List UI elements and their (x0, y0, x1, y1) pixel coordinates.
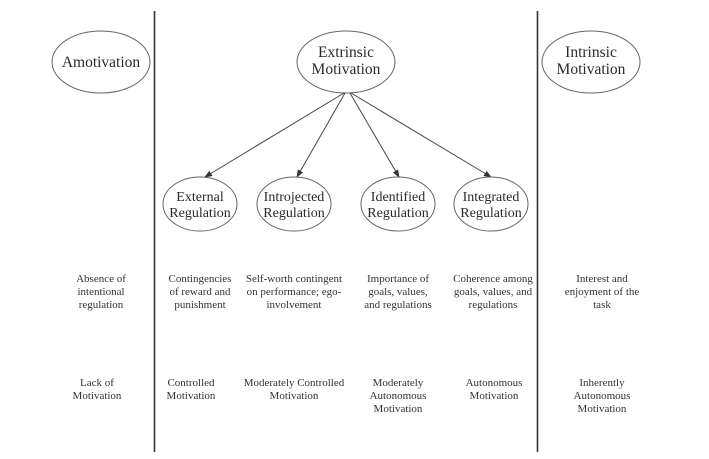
node-identified-regulation: Identified Regulation (360, 176, 436, 232)
desc-intrinsic: Interest and enjoyment of the task (564, 273, 640, 311)
type-introjected: Moderately Controlled Motivation (243, 377, 345, 402)
desc-introjected: Self-worth contingent on performance; eg… (245, 273, 343, 311)
node-extrinsic-label-line2: Motivation (312, 61, 381, 78)
arrow-to-integrated (350, 92, 492, 178)
type-external: Controlled Motivation (166, 377, 216, 402)
node-intrinsic-label-line2: Motivation (557, 61, 626, 78)
node-integrated-regulation: Integrated Regulation (453, 176, 529, 232)
node-integrated-label-line2: Regulation (460, 206, 521, 221)
node-amotivation-label: Amotivation (62, 54, 141, 71)
desc-amotivation: Absence of intentional regulation (76, 273, 126, 311)
desc-identified: Importance of goals, values, and regulat… (364, 273, 432, 311)
type-integrated: Autonomous Motivation (465, 377, 523, 402)
node-intrinsic-label-line1: Intrinsic (565, 44, 617, 61)
node-introjected-label-line1: Introjected (264, 190, 325, 205)
node-external-label-line1: External (176, 190, 224, 205)
node-external-regulation: External Regulation (162, 176, 238, 232)
node-integrated-label-line1: Integrated (463, 190, 520, 205)
type-identified: Moderately Autonomous Motivation (369, 377, 427, 415)
node-identified-label-line2: Regulation (367, 206, 428, 221)
node-introjected-label-line2: Regulation (263, 206, 324, 221)
arrow-to-introjected (296, 92, 346, 178)
node-identified-label-line1: Identified (371, 190, 425, 205)
node-extrinsic-label-line1: Extrinsic (318, 44, 374, 61)
desc-external: Contingencies of reward and punishment (168, 273, 232, 311)
node-introjected-regulation: Introjected Regulation (256, 176, 332, 232)
node-extrinsic-motivation: Extrinsic Motivation (296, 30, 396, 94)
type-amotivation: Lack of Motivation (72, 377, 122, 402)
desc-integrated: Coherence among goals, values, and regul… (453, 273, 533, 311)
node-external-label-line2: Regulation (169, 206, 230, 221)
node-intrinsic-motivation: Intrinsic Motivation (541, 30, 641, 94)
type-intrinsic: Inherently Autonomous Motivation (573, 377, 631, 415)
node-amotivation: Amotivation (51, 30, 151, 94)
arrow-to-external (204, 92, 345, 178)
arrow-to-identified (349, 92, 400, 178)
